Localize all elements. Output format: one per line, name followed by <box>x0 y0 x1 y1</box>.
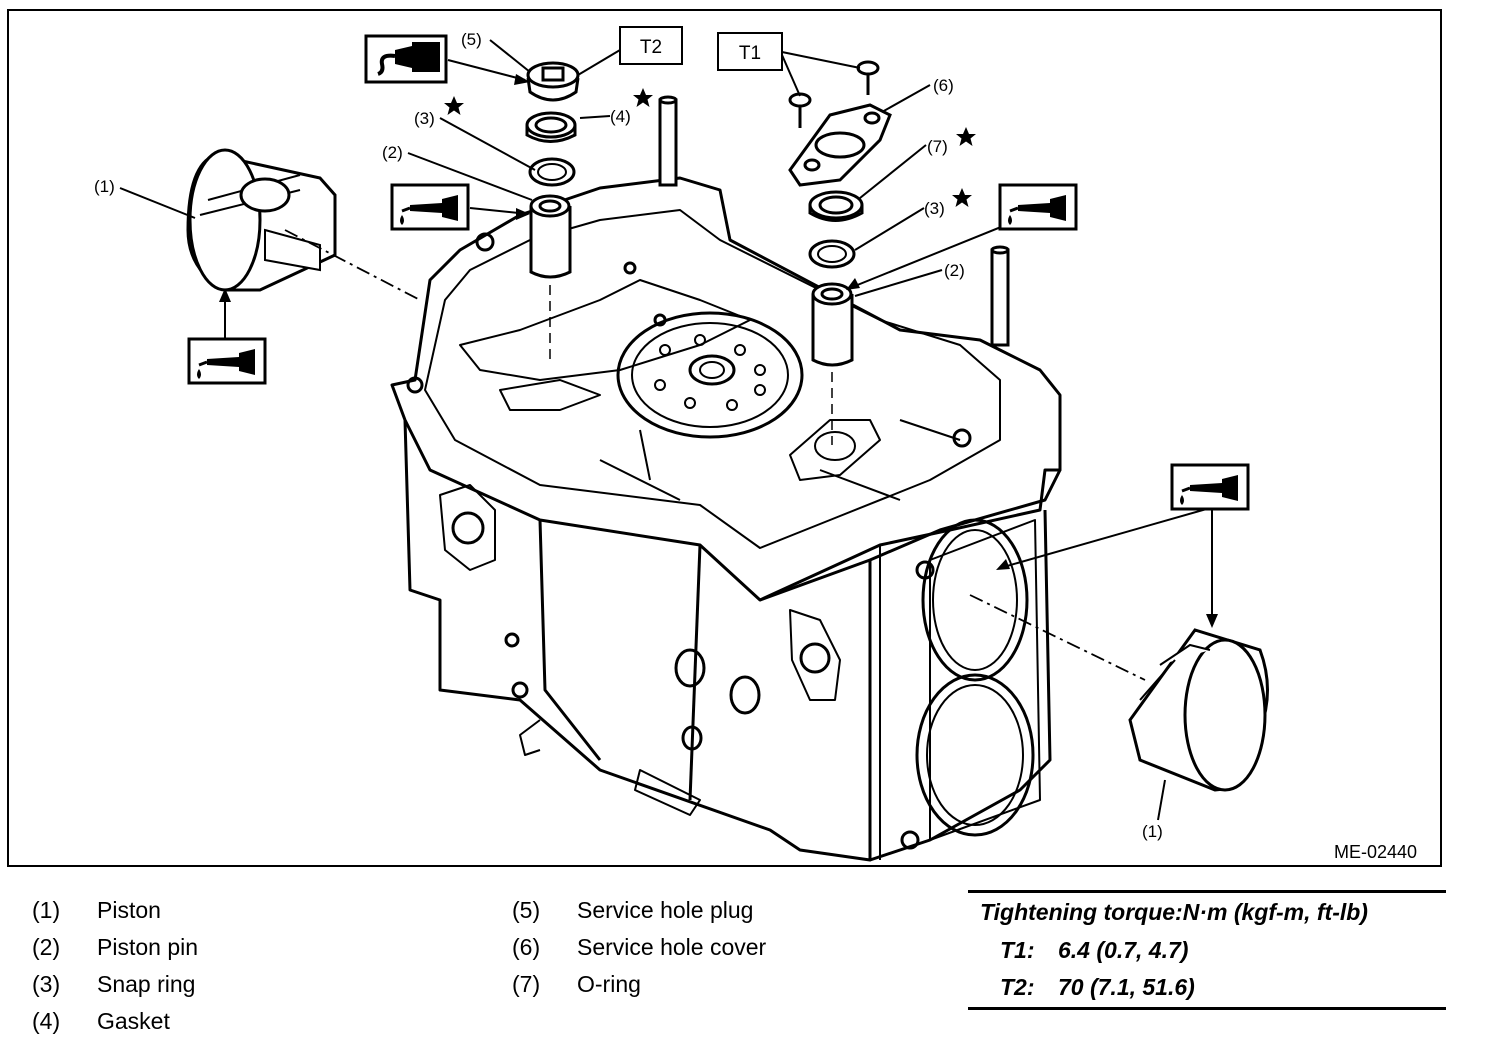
piston-pin-left <box>529 194 572 279</box>
star-icon <box>633 88 653 107</box>
torque-title: Tightening torque:N·m (kgf-m, ft-lb) <box>980 899 1368 925</box>
callout-o-ring: (7) <box>927 137 948 156</box>
sealant-applicator-icon <box>364 34 448 84</box>
torque-t1-value: 6.4 (0.7, 4.7) <box>1058 937 1189 963</box>
gasket <box>525 111 577 143</box>
torque-t1-label: T1: <box>1000 937 1035 963</box>
callout-service-hole-plug: (5) <box>461 30 482 49</box>
oil-applicator-icon <box>187 337 267 385</box>
callout-snap-ring-left: (3) <box>414 109 435 128</box>
service-hole-plug <box>526 61 580 102</box>
callout-snap-ring-right: (3) <box>924 199 945 218</box>
legend-number: (6) <box>512 934 541 960</box>
oil-applicator-icon <box>390 183 470 231</box>
legend-number: (7) <box>512 971 541 997</box>
piston-left <box>186 148 337 292</box>
legend-number: (5) <box>512 897 541 923</box>
star-icon <box>956 127 976 146</box>
torque-box-t1: T1 <box>717 32 783 71</box>
snap-ring-right <box>808 239 856 269</box>
legend-name: Piston <box>97 897 161 923</box>
legend-name: Piston pin <box>97 934 199 960</box>
callout-piston-pin-right: (2) <box>944 261 965 280</box>
arrowheads <box>219 74 1218 628</box>
legend-name: Service hole plug <box>577 897 754 923</box>
o-ring <box>808 190 864 222</box>
legend-number: (4) <box>32 1008 61 1034</box>
figure-frame <box>7 9 1442 867</box>
callout-piston-left: (1) <box>94 177 115 196</box>
crankcase <box>390 176 1062 862</box>
star-icon <box>444 96 464 115</box>
callout-piston-right: (1) <box>1142 822 1163 841</box>
legend-number: (3) <box>32 971 61 997</box>
legend-number: (1) <box>32 897 61 923</box>
piston-right <box>1128 628 1269 792</box>
snap-ring-left <box>528 157 576 187</box>
engine-block-diagram: T1 T2 (1) (1) (2) (2) (3) (3) (4) (5) (6… <box>7 9 1442 867</box>
legend-name: Service hole cover <box>577 934 767 960</box>
torque-t2-label: T2: <box>1000 974 1035 1000</box>
torque-box-t2-label: T2 <box>640 37 662 58</box>
legend-name: Gasket <box>97 1008 170 1034</box>
service-hole-cover <box>788 60 892 187</box>
legend-number: (2) <box>32 934 61 960</box>
legend-name: O-ring <box>577 971 641 997</box>
star-icon <box>952 188 972 207</box>
figure-id: ME-02440 <box>1334 842 1417 862</box>
dowel-pins <box>658 95 1010 347</box>
torque-box-t2: T2 <box>619 26 683 65</box>
piston-pin-right <box>811 282 854 367</box>
callout-service-hole-cover: (6) <box>933 76 954 95</box>
legend-name: Snap ring <box>97 971 196 997</box>
torque-box-t1-label: T1 <box>739 43 761 64</box>
torque-table: Tightening torque:N·m (kgf-m, ft-lb) T1:… <box>968 890 1446 1010</box>
oil-applicator-icon <box>998 183 1078 231</box>
callout-gasket: (4) <box>610 107 631 126</box>
oil-applicator-icon <box>1170 463 1250 511</box>
callout-piston-pin-left: (2) <box>382 143 403 162</box>
torque-t2-value: 70 (7.1, 51.6) <box>1058 974 1195 1000</box>
